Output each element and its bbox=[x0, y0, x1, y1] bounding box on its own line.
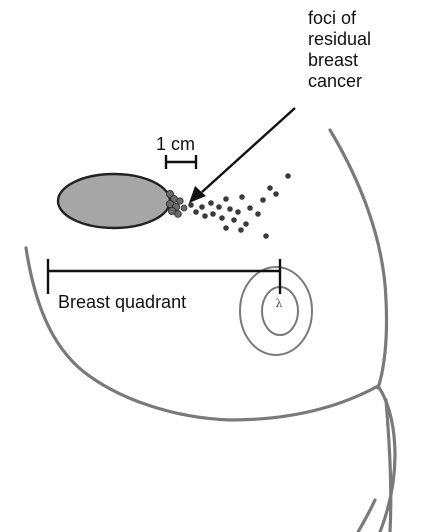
breast-outline-right bbox=[330, 130, 387, 388]
nipple-mark: λ bbox=[272, 297, 286, 310]
breast-outline-left bbox=[26, 248, 395, 532]
quadrant-label: Breast quadrant bbox=[58, 292, 186, 313]
foci-label-line-3: breast bbox=[308, 50, 371, 71]
axilla-line-2 bbox=[358, 500, 375, 532]
areola bbox=[240, 267, 312, 355]
foci-cluster bbox=[166, 190, 187, 217]
foci-label-line-2: residual bbox=[308, 29, 371, 50]
arrowhead-icon bbox=[189, 186, 206, 203]
foci-label-line-4: cancer bbox=[308, 71, 371, 92]
scale-bar bbox=[166, 155, 196, 169]
foci-scattered bbox=[188, 173, 291, 239]
foci-label: foci of residual breast cancer bbox=[308, 8, 371, 92]
tumor bbox=[58, 174, 170, 228]
nipple bbox=[262, 287, 298, 335]
scale-label: 1 cm bbox=[156, 134, 195, 155]
foci-arrow bbox=[189, 108, 295, 203]
foci-label-line-1: foci of bbox=[308, 8, 371, 29]
